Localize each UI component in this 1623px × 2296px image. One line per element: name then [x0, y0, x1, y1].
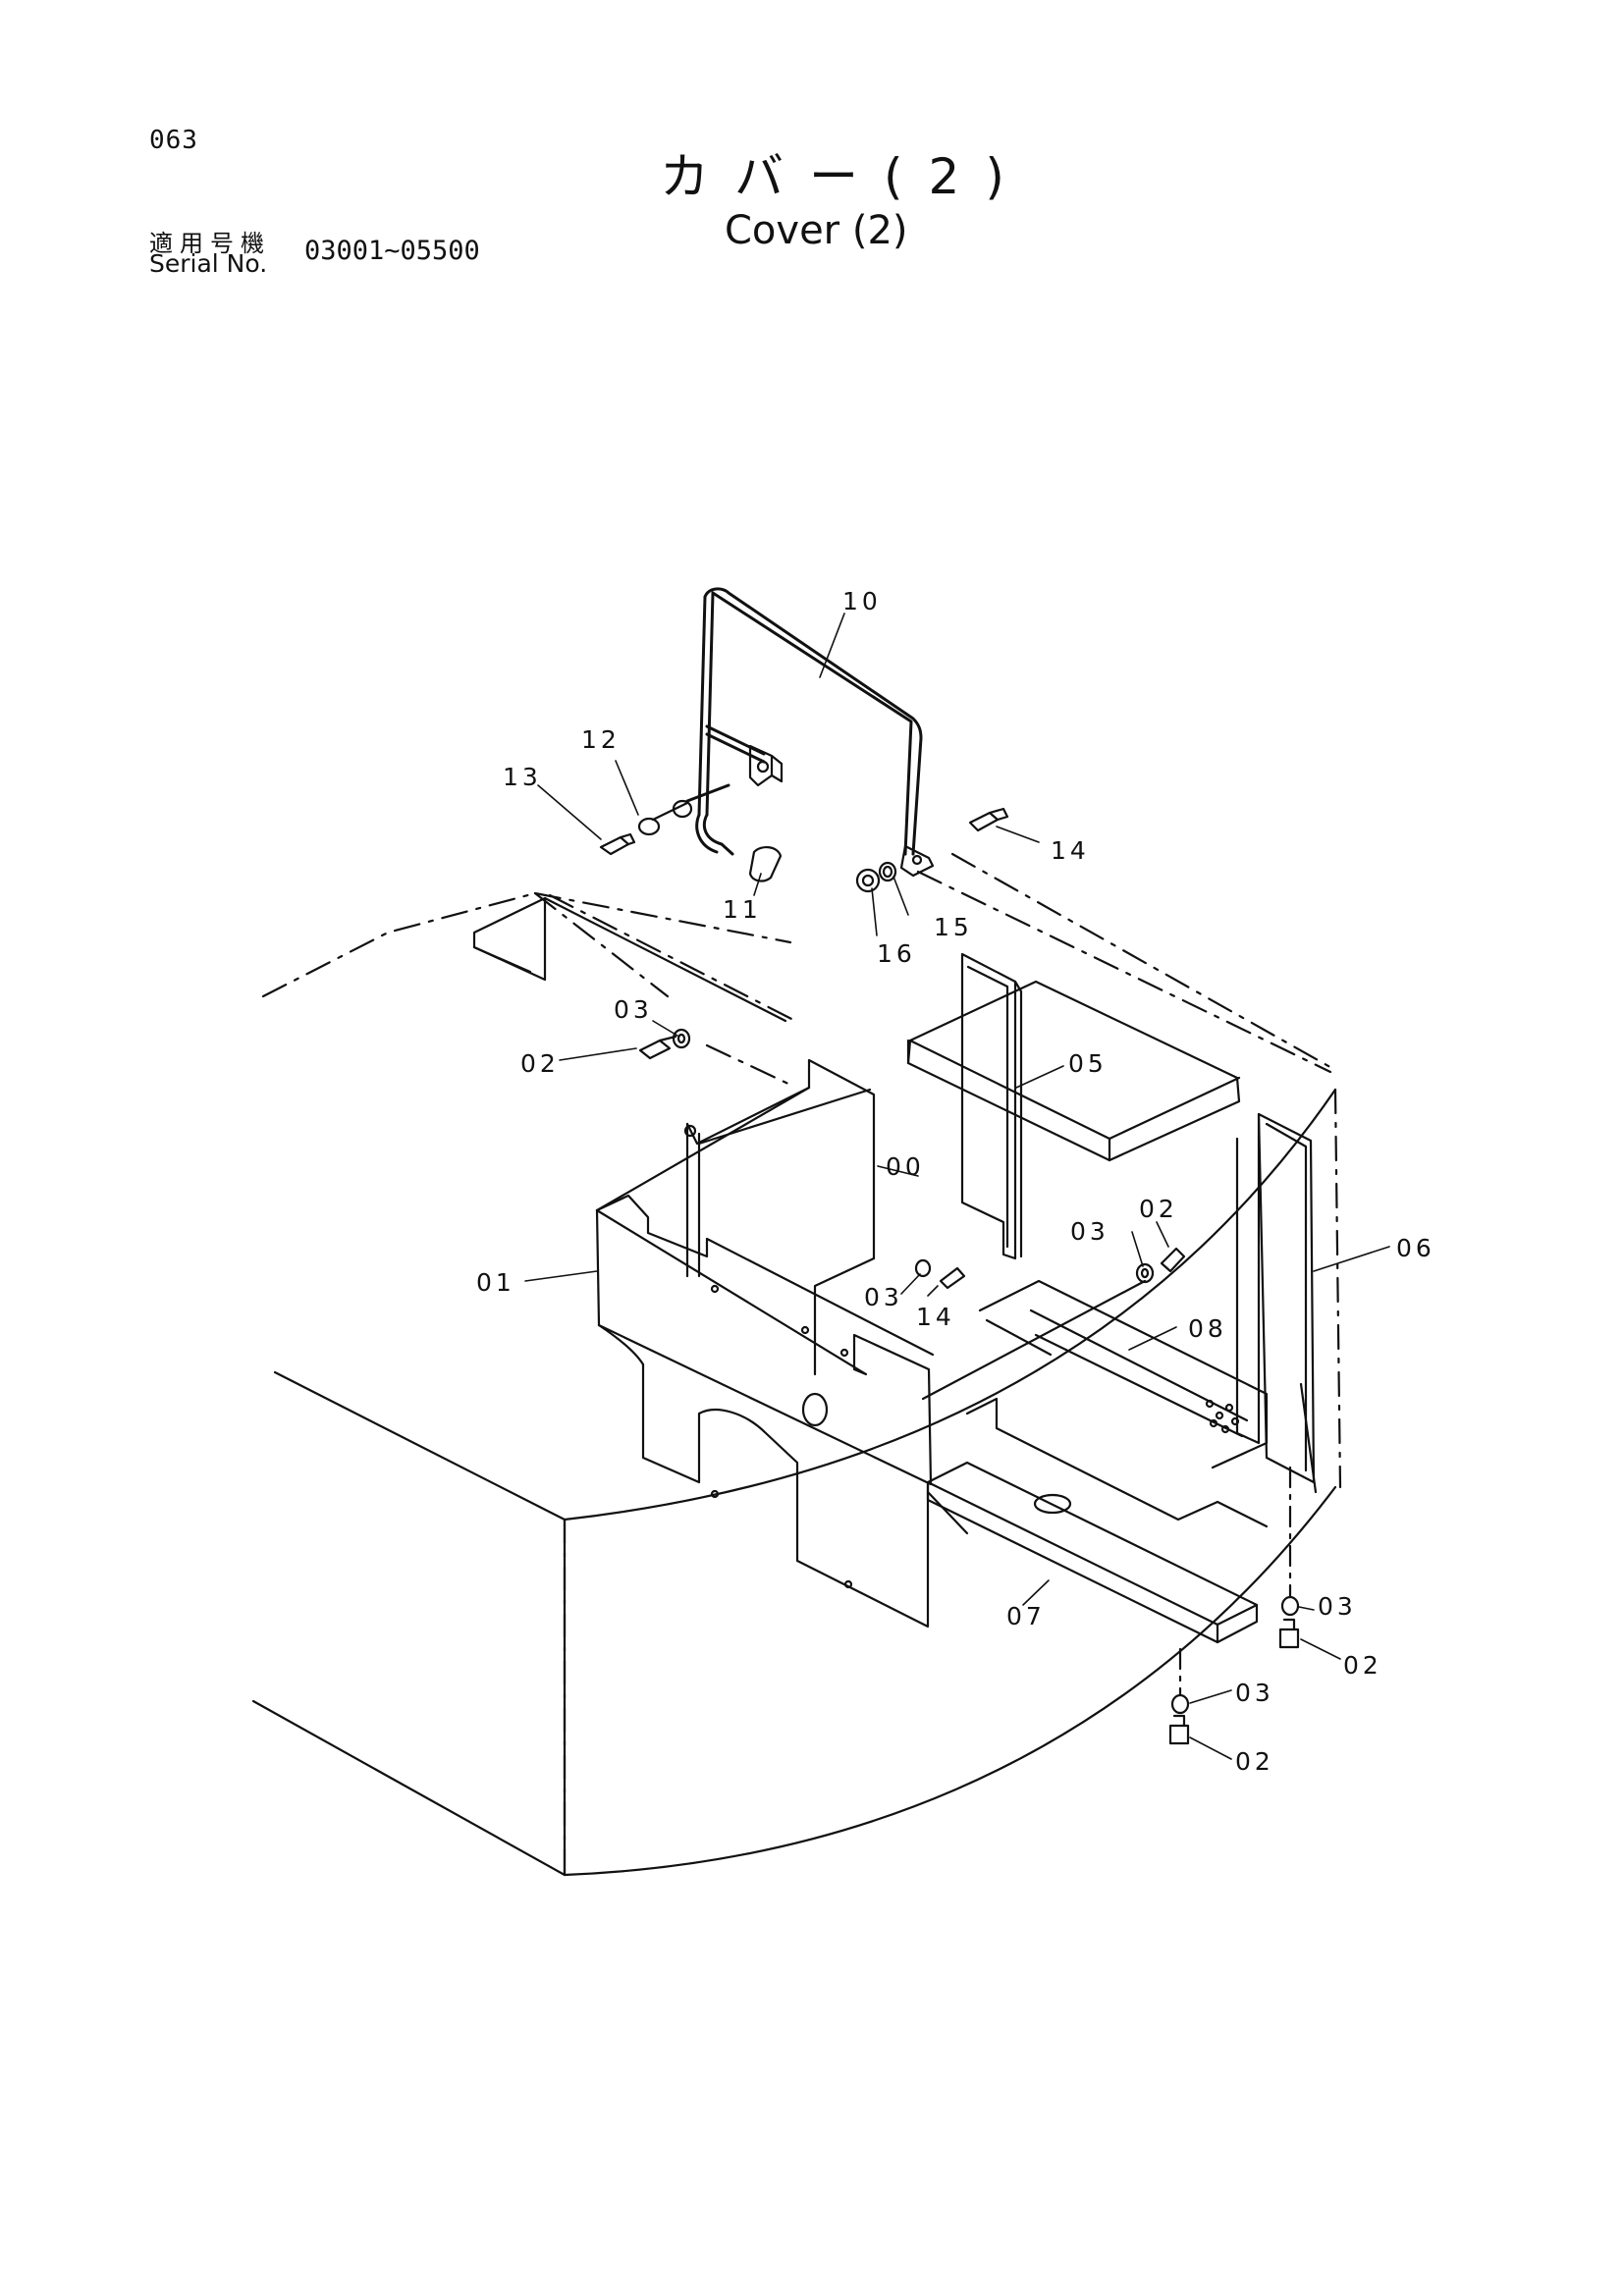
callout-03-bottom-right-2: 03: [1235, 1679, 1274, 1707]
callout-01: 01: [476, 1268, 515, 1297]
floor-plate-part-08: [978, 1279, 1269, 1469]
machine-body-outline: [251, 852, 1342, 1877]
panel-part-01: [595, 1194, 969, 1629]
callout-10: 10: [842, 587, 882, 615]
handrail-part-10: [685, 587, 923, 856]
box-cover: [906, 980, 1241, 1162]
callout-03-mid: 03: [1070, 1217, 1109, 1246]
callout-12: 12: [581, 725, 621, 754]
bolt-part-14-top: [968, 807, 1009, 832]
serial-label-japanese: 適用号機: [149, 230, 271, 257]
callout-02-bottom-right-2: 02: [1235, 1747, 1274, 1776]
callout-00: 00: [886, 1152, 925, 1181]
cap-part-12: [637, 799, 693, 836]
nut-part-16: [855, 868, 881, 893]
handrail-bracket: [748, 744, 935, 878]
callout-14-top: 14: [1051, 836, 1090, 865]
callout-03-low: 03: [864, 1283, 903, 1311]
bolt-washer-lower-right: [1168, 1466, 1300, 1745]
callout-02-bottom-right-1: 02: [1343, 1651, 1382, 1680]
callout-02-left: 02: [520, 1049, 560, 1078]
page-number: 063: [149, 126, 198, 155]
callout-15: 15: [934, 913, 973, 941]
page-title-japanese: カバー(2): [660, 148, 1030, 205]
serial-label-english: Serial No.: [149, 249, 268, 278]
leader-lines: [524, 613, 1390, 1760]
serial-range: 03001~05500: [304, 236, 480, 266]
bolt-washer-left: [638, 1028, 691, 1060]
bolt-washer-middle: [914, 1247, 1186, 1401]
seal-strip-part-06: [1235, 1112, 1316, 1484]
cap-part-11: [748, 846, 783, 882]
callout-05: 05: [1068, 1049, 1108, 1078]
callout-08: 08: [1188, 1314, 1227, 1343]
callout-14-low: 14: [916, 1303, 955, 1331]
floor-plate-part-07: [926, 1397, 1269, 1644]
callout-06: 06: [1396, 1234, 1435, 1262]
seal-strip-part-05: [960, 952, 1023, 1260]
callout-07: 07: [1006, 1602, 1046, 1630]
panel-part-00: [595, 1058, 876, 1376]
callout-11: 11: [723, 895, 762, 924]
callout-16: 16: [877, 939, 916, 968]
washer-part-15: [878, 861, 897, 882]
callout-03-left: 03: [614, 995, 653, 1024]
callout-02-mid: 02: [1139, 1195, 1178, 1223]
page-title-english: Cover (2): [725, 208, 908, 253]
bolt-part-13: [599, 832, 636, 856]
callout-13: 13: [503, 763, 542, 791]
callout-03-bottom-right-1: 03: [1318, 1592, 1357, 1621]
